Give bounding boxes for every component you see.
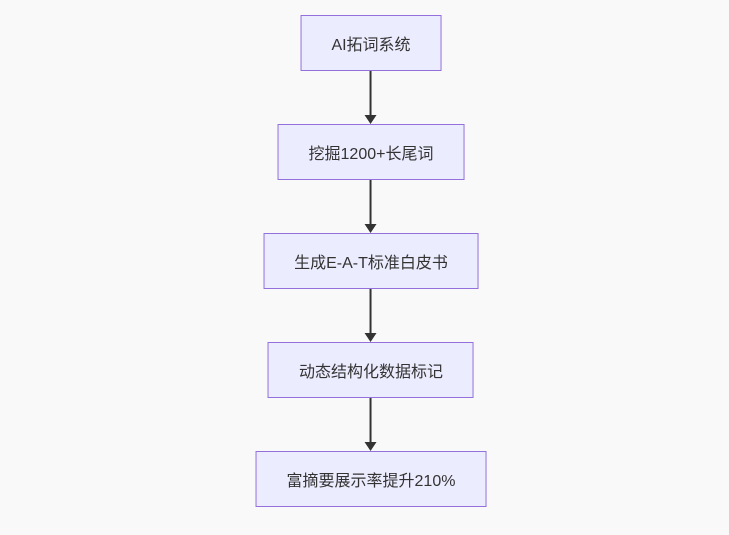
flowchart-node-2: 挖掘1200+长尾词 [277,124,465,180]
flow-edge-4 [365,398,377,451]
arrowhead-down-icon [365,115,377,124]
edge-line [370,398,372,442]
flowchart-node-5: 富摘要展示率提升210% [255,451,487,507]
arrowhead-down-icon [365,333,377,342]
flowchart-column: AI拓词系统 挖掘1200+长尾词 生成E-A-T标准白皮书 动态结构化数据标记 [255,15,487,507]
edge-line [370,289,372,333]
node-label: 动态结构化数据标记 [298,364,443,381]
node-label: AI拓词系统 [331,37,411,54]
arrowhead-down-icon [365,224,377,233]
node-label: 挖掘1200+长尾词 [308,146,434,163]
flow-edge-3 [365,289,377,342]
node-label: 生成E-A-T标准白皮书 [294,255,448,272]
arrowhead-down-icon [365,442,377,451]
flowchart-node-4: 动态结构化数据标记 [267,342,474,398]
node-label: 富摘要展示率提升210% [286,473,456,490]
edge-line [370,71,372,115]
flowchart-node-1: AI拓词系统 [300,15,442,71]
flowchart-node-3: 生成E-A-T标准白皮书 [263,233,479,289]
edge-line [370,180,372,224]
flow-edge-1 [365,71,377,124]
flow-edge-2 [365,180,377,233]
